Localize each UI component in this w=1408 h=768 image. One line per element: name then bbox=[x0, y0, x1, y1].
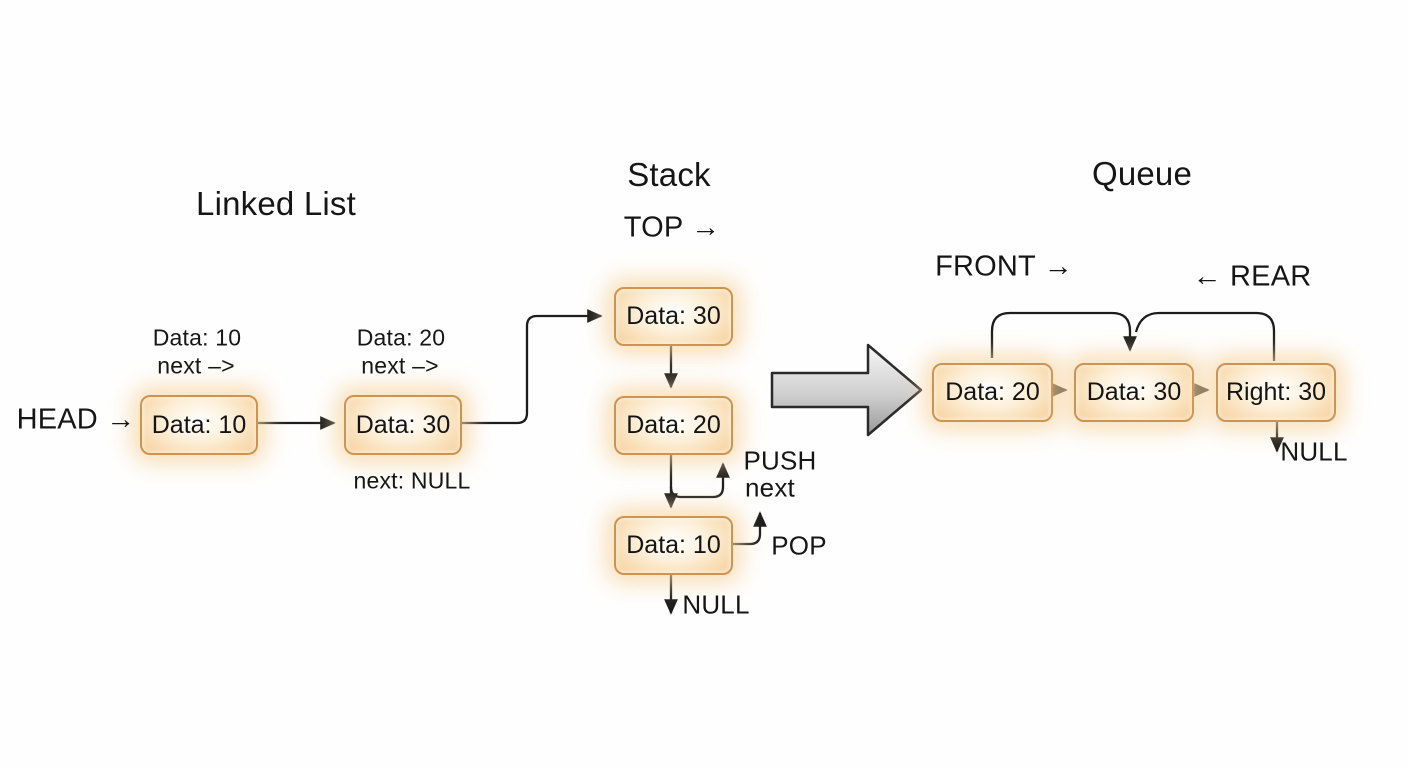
stack-node-2: Data: 20 bbox=[614, 396, 733, 455]
queue-arc-2 bbox=[1134, 311, 1276, 361]
top-pointer-label: TOP → bbox=[623, 211, 721, 244]
queue-node-1: Data: 20 bbox=[932, 363, 1053, 422]
stack-push-arrow bbox=[669, 462, 730, 499]
queue-node-2-value: Data: 30 bbox=[1086, 378, 1182, 406]
stack-null-label: NULL bbox=[682, 589, 750, 620]
stack-node-2-value: Data: 20 bbox=[626, 411, 721, 439]
push-label: PUSH bbox=[743, 445, 817, 476]
ll-node2-data-label: Data: 20 bbox=[356, 324, 446, 351]
stack-node-3-value: Data: 10 bbox=[626, 531, 721, 559]
ll-node1-next-label: next –> bbox=[157, 352, 235, 379]
ll-node-2: Data: 30 bbox=[344, 395, 462, 455]
ll-node-1-value: Data: 10 bbox=[151, 410, 247, 439]
ll-node1-data-label: Data: 10 bbox=[152, 324, 242, 351]
stack-node-1-value: Data: 30 bbox=[626, 302, 721, 330]
stack-pop-arrow bbox=[731, 511, 767, 546]
queue-title: Queue bbox=[1091, 155, 1193, 192]
ll-node2-null-label: next: NULL bbox=[353, 467, 471, 494]
stack-node-1: Data: 30 bbox=[614, 287, 733, 346]
ll-node-1: Data: 10 bbox=[140, 395, 258, 455]
queue-node-1-value: Data: 20 bbox=[945, 378, 1040, 406]
queue-node-2: Data: 30 bbox=[1074, 363, 1194, 422]
ll-node-2-value: Data: 30 bbox=[355, 410, 451, 439]
ll-node2-next-label: next –> bbox=[361, 352, 439, 379]
big-transition-arrow bbox=[770, 343, 923, 437]
push-next-label: next bbox=[745, 472, 795, 503]
head-pointer-label: HEAD → bbox=[16, 403, 136, 436]
pop-label: POP bbox=[771, 530, 827, 561]
rear-pointer-label: ← REAR bbox=[1192, 260, 1312, 293]
stack-node-3: Data: 10 bbox=[614, 516, 733, 575]
queue-node-3-value: Right: 30 bbox=[1225, 378, 1327, 406]
linked-list-title: Linked List bbox=[196, 185, 356, 222]
queue-null-label: NULL bbox=[1280, 436, 1348, 467]
queue-node-3: Right: 30 bbox=[1216, 363, 1336, 422]
stack-title: Stack bbox=[627, 156, 711, 193]
ll-to-stack-connector bbox=[459, 309, 603, 425]
queue-arc-1 bbox=[990, 311, 1137, 358]
front-pointer-label: FRONT → bbox=[935, 250, 1073, 283]
